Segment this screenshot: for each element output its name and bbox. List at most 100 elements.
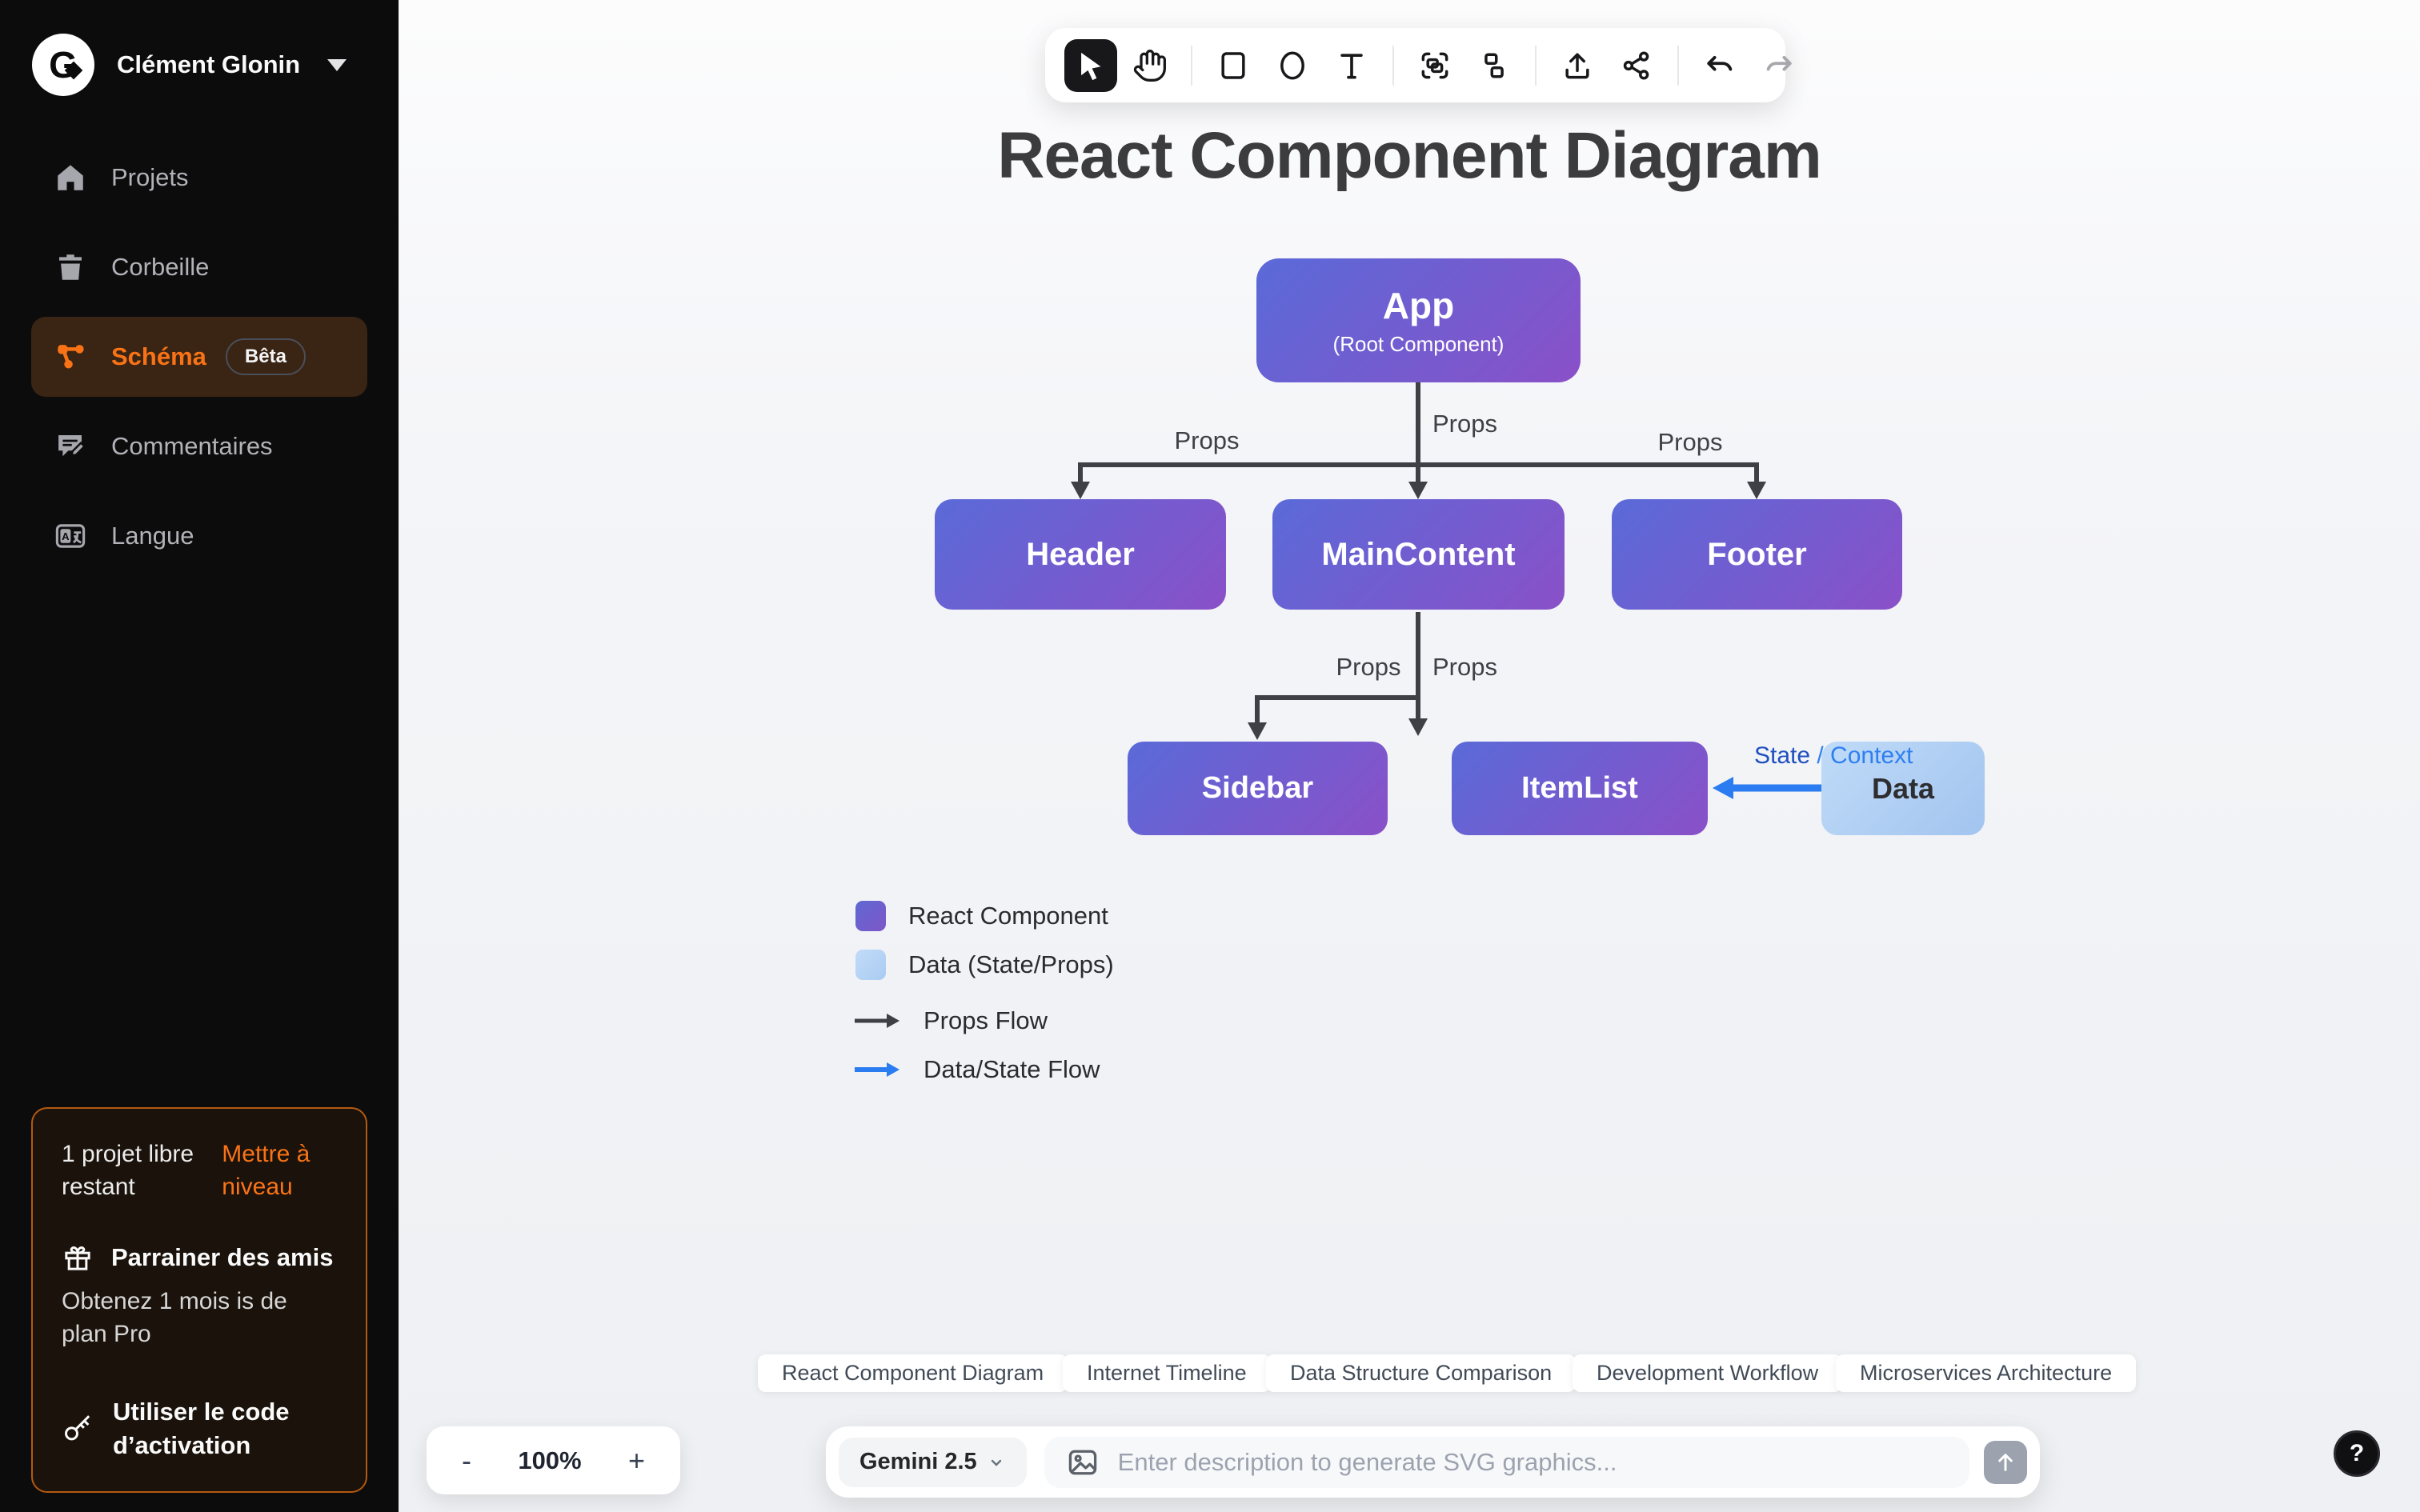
plan-promo-card: 1 projet libre restant Mettre à niveau P… [31,1107,367,1493]
edge-label-props: Props [1432,653,1497,681]
text-tool-button[interactable] [1325,39,1378,92]
share-icon [1623,50,1649,80]
language-icon: A [55,524,86,548]
diagram-connectors [1071,382,1821,799]
diagram-node-maincontent[interactable]: MainContent [1272,499,1565,610]
legend-swatch-data [855,950,886,980]
activation-code-button[interactable]: Utiliser le code d’activation [62,1395,337,1462]
edge-label-state-context: State / Context [1754,742,1913,769]
prompt-input[interactable] [1117,1447,1949,1477]
sidebar-item-langue[interactable]: A Langue [31,496,367,576]
shapes-tool-button[interactable] [1468,39,1521,92]
legend-label: React Component [908,902,1108,930]
redo-button[interactable] [1753,39,1805,92]
legend-swatch-component [855,901,886,931]
key-icon [65,1415,90,1441]
zoom-level: 100% [518,1446,582,1474]
sidebar-item-schema[interactable]: Schéma Bêta [31,317,367,397]
diagram-node-footer[interactable]: Footer [1612,499,1902,610]
legend-react-component: React Component [855,901,1108,931]
upgrade-link[interactable]: Mettre à niveau [222,1141,311,1200]
beta-badge: Bêta [225,338,306,375]
diagram-node-app[interactable]: App (Root Component) [1256,258,1581,382]
sidebar: G Clément Glonin Projets Corbeille [0,0,399,1512]
sidebar-item-label: Schéma [111,342,206,370]
node-title: Data [1871,771,1935,805]
capture-tool-button[interactable] [1408,39,1461,92]
prompt-bar: Gemini 2.5 [826,1426,2040,1498]
node-title: Sidebar [1201,771,1314,805]
toolbar-divider [1677,45,1679,86]
hand-icon [1133,49,1166,82]
node-title: App [1382,285,1455,326]
account-menu[interactable]: G Clément Glonin [0,0,399,96]
sidebar-item-projets[interactable]: Projets [31,138,367,218]
chevron-down-icon [327,58,347,71]
toolbar [1045,28,1792,102]
diagram-node-header[interactable]: Header [935,499,1226,610]
model-name: Gemini 2.5 [859,1449,977,1474]
plan-status-row: 1 projet libre restant Mettre à niveau [62,1138,337,1203]
data-flow-arrow-icon [855,1062,899,1077]
node-title: Footer [1707,536,1807,572]
template-chip-internet-timeline[interactable]: Internet Timeline [1063,1354,1271,1392]
sidebar-item-label: Commentaires [111,432,273,460]
select-tool-button[interactable] [1064,38,1117,92]
referral-button[interactable]: Parrainer des amis [62,1242,337,1274]
canvas[interactable]: React Component Diagram [399,0,2420,1512]
comments-icon [58,435,86,457]
legend-label: Props Flow [924,1006,1048,1034]
legend-props-flow: Props Flow [853,1006,1048,1035]
send-button[interactable] [1984,1440,2027,1484]
referral-title: Parrainer des amis [111,1243,334,1271]
referral-description: Obtenez 1 mois is de plan Pro [62,1288,287,1347]
share-tool-button[interactable] [1610,39,1663,92]
edge-label-props: Props [1432,410,1497,438]
schema-icon [58,345,84,369]
home-icon [58,165,83,190]
rectangle-icon [1221,51,1245,79]
sidebar-item-corbeille[interactable]: Corbeille [31,227,367,307]
toolbar-divider [1535,45,1537,86]
arrow-up-icon [1998,1453,2013,1471]
template-chip-development-workflow[interactable]: Development Workflow [1573,1354,1843,1392]
toolbar-divider [1392,45,1394,86]
capture-icon [1421,52,1448,78]
zoom-in-button[interactable]: + [627,1443,645,1477]
zoom-out-button[interactable]: - [462,1443,471,1477]
gift-icon [65,1246,90,1270]
template-chip-data-structure-comparison[interactable]: Data Structure Comparison [1266,1354,1577,1392]
model-selector[interactable]: Gemini 2.5 [839,1437,1027,1487]
ellipse-icon [1280,50,1304,80]
legend-data-state-flow: Data/State Flow [853,1055,1100,1084]
ellipse-tool-button[interactable] [1266,39,1319,92]
redo-icon [1766,55,1792,71]
template-chip-react-component-diagram[interactable]: React Component Diagram [758,1354,1068,1392]
help-button[interactable]: ? [2334,1430,2380,1477]
toolbar-divider [1191,45,1192,86]
shapes-icon [1484,53,1504,78]
zoom-control: - 100% + [427,1426,680,1494]
pan-tool-button[interactable] [1124,39,1176,92]
export-tool-button[interactable] [1551,39,1604,92]
diagram-node-sidebar[interactable]: Sidebar [1128,742,1388,835]
undo-button[interactable] [1693,39,1746,92]
chevron-down-icon [991,1459,1001,1466]
edge-label-props: Props [1657,428,1723,456]
image-icon[interactable] [1065,1445,1100,1480]
sidebar-item-label: Projets [111,163,189,191]
user-name: Clément Glonin [117,50,301,78]
edge-label-props: Props [1174,426,1240,454]
activation-label: Utiliser le code d’activation [113,1398,290,1459]
diagram-node-itemlist[interactable]: ItemList [1452,742,1708,835]
sidebar-item-commentaires[interactable]: Commentaires [31,406,367,486]
node-title: ItemList [1521,771,1638,805]
diagram-title: React Component Diagram [997,119,1822,192]
sidebar-nav: Projets Corbeille Schéma Bêta [0,96,399,586]
rectangle-tool-button[interactable] [1207,39,1260,92]
avatar: G [32,34,94,96]
text-icon [1340,53,1363,78]
template-chip-microservices-architecture[interactable]: Microservices Architecture [1836,1354,2137,1392]
diagram-node-data[interactable]: Data [1821,742,1985,835]
